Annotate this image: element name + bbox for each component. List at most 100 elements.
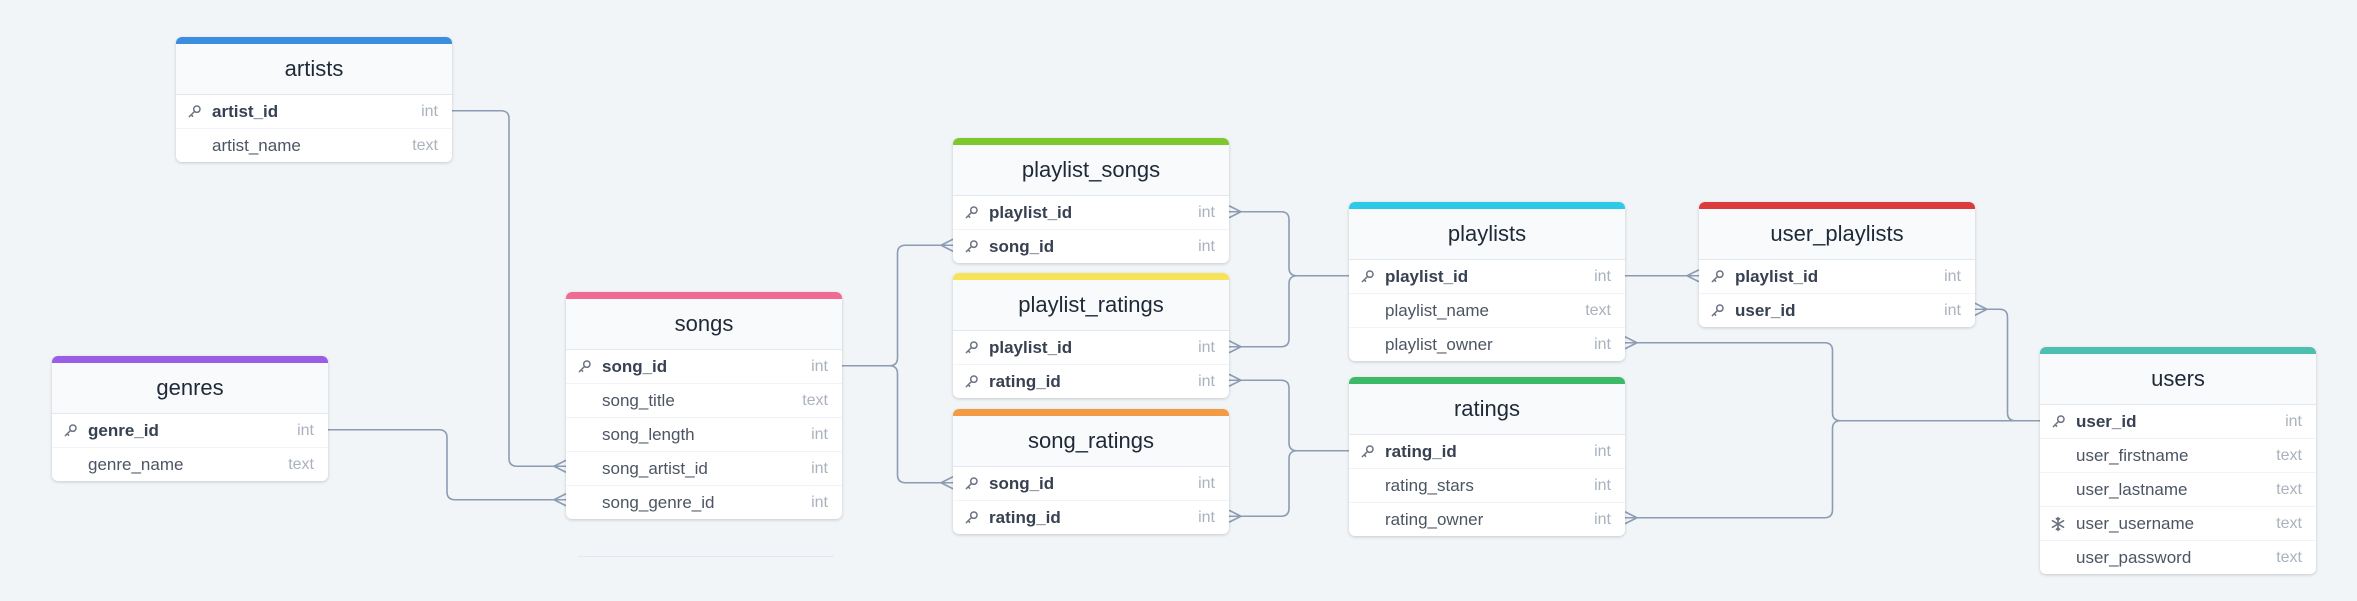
field-row-playlist-id[interactable]: playlist_id int [953,331,1229,365]
table-title[interactable]: playlist_songs [953,145,1229,196]
field-name: artist_id [212,101,279,121]
key-icon [60,423,80,438]
field-name: playlist_id [989,202,1073,222]
table-title[interactable]: users [2040,354,2316,405]
table-title[interactable]: playlists [1349,209,1625,260]
table-title[interactable]: artists [176,44,452,95]
key-icon [961,340,981,355]
relationship-line [1229,449,1349,518]
field-name: user_lastname [2076,479,2188,499]
key-icon [1357,269,1377,284]
table-color-bar [953,409,1229,416]
key-icon [574,359,594,374]
relationship-line [1229,379,1349,452]
table-title[interactable]: genres [52,363,328,414]
table-color-bar [566,292,842,299]
field-type: int [1198,338,1215,356]
field-name: playlist_owner [1385,334,1493,354]
field-type: int [1198,203,1215,221]
field-row-playlist-owner[interactable]: playlist_owner int [1349,328,1625,361]
field-row-artist-name[interactable]: artist_name text [176,129,452,162]
field-type: text [2276,548,2302,566]
field-type: int [1594,335,1611,353]
field-row-song-length[interactable]: song_length int [566,418,842,452]
field-name: song_length [602,424,695,444]
crows-foot-icon [1686,269,1700,283]
field-type: int [1198,237,1215,255]
field-type: int [1594,476,1611,494]
field-type: int [1198,474,1215,492]
table-title[interactable]: user_playlists [1699,209,1975,260]
table-color-bar [1349,202,1625,209]
field-name: rating_id [1385,441,1457,461]
key-icon [961,239,981,254]
relationship-line [1975,308,2040,422]
key-icon [961,476,981,491]
table-title[interactable]: song_ratings [953,416,1229,467]
field-type: int [1594,267,1611,285]
crows-foot-icon [1974,302,1988,316]
key-icon [2048,414,2068,429]
field-name: playlist_id [989,337,1073,357]
field-name: user_password [2076,547,2192,567]
field-type: text [412,136,438,154]
field-name: playlist_id [1385,266,1469,286]
key-icon [1357,444,1377,459]
field-type: int [2285,412,2302,430]
field-row-playlist-id[interactable]: playlist_id int [953,196,1229,230]
table-color-bar [953,273,1229,280]
table-color-bar [1349,377,1625,384]
table-title[interactable]: ratings [1349,384,1625,435]
snowflake-icon [2048,516,2068,532]
table-title[interactable]: playlist_ratings [953,280,1229,331]
field-name: genre_id [88,420,159,440]
field-type: int [1594,510,1611,528]
field-type: text [1585,301,1611,319]
field-row-playlist-id[interactable]: playlist_id int [1349,260,1625,294]
field-row-user-password[interactable]: user_password text [2040,541,2316,574]
field-type: text [2276,446,2302,464]
table-color-bar [176,37,452,44]
relationship-line [842,244,953,367]
field-name: artist_name [212,135,301,155]
field-name: user_id [2076,411,2137,431]
field-type: text [802,391,828,409]
field-type: int [811,425,828,443]
table-title[interactable]: songs [566,299,842,350]
field-type: int [1944,267,1961,285]
field-name: user_id [1735,300,1796,320]
field-row-user-id[interactable]: user_id int [2040,405,2316,439]
field-name: rating_id [989,371,1061,391]
